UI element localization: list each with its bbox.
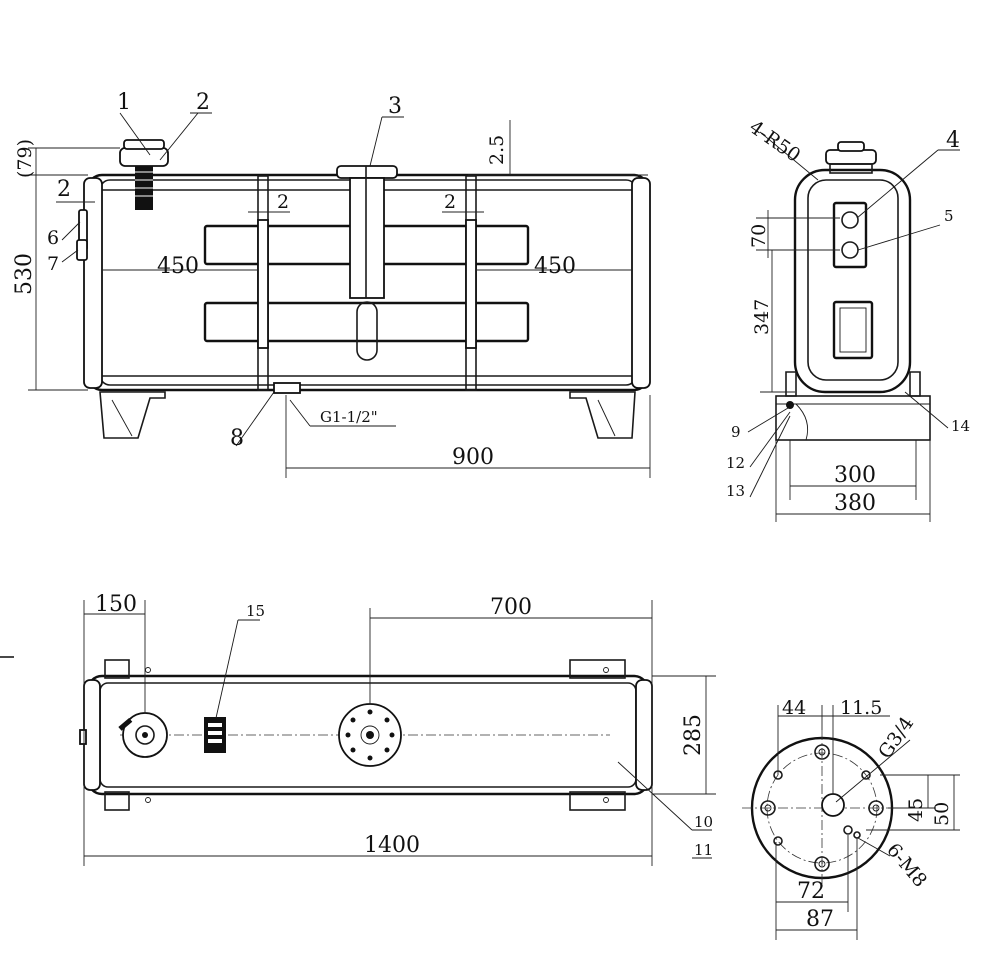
sight-glass-lower xyxy=(841,241,859,259)
dim-50: 50 xyxy=(931,802,953,826)
front-end-cap-right xyxy=(631,177,651,389)
dim-cap-height: (79) xyxy=(14,139,36,178)
part-label-13: 13 xyxy=(726,482,745,500)
dim-left-450: 450 xyxy=(157,254,199,279)
part-label-11: 11 xyxy=(694,841,713,859)
dim-top-wall: 2.5 xyxy=(486,135,508,165)
part-label-8: 8 xyxy=(230,426,244,451)
part-label-12: 12 xyxy=(726,454,745,472)
bracket-br xyxy=(569,791,626,811)
front-end-cap-left xyxy=(83,177,103,389)
flange-detail-view: 44 11.5 G3/4 45 50 6-M8 72 87 xyxy=(742,697,960,940)
dim-70: 70 xyxy=(748,224,770,248)
dim-1400: 1400 xyxy=(364,833,420,858)
dim-700: 700 xyxy=(490,595,532,620)
front-foot-left xyxy=(99,391,166,439)
side-drain-fitting xyxy=(786,401,794,409)
return-filter-cap xyxy=(336,165,398,179)
part-label-4: 4 xyxy=(946,128,960,153)
temperature-gauge xyxy=(76,239,88,261)
top-view: 150 700 15 285 1400 10 11 xyxy=(79,592,716,866)
part-label-9: 9 xyxy=(731,423,741,441)
dim-length-900: 900 xyxy=(452,445,494,470)
breather-cap xyxy=(119,147,169,167)
dim-height-530: 530 xyxy=(12,253,37,295)
bracket-tr xyxy=(569,659,626,679)
level-sight-panel xyxy=(832,201,868,269)
side-tank-body xyxy=(793,168,912,394)
dim-285: 285 xyxy=(681,714,706,756)
part-label-14: 14 xyxy=(951,417,970,435)
front-foot-right xyxy=(569,391,636,439)
side-base-plate xyxy=(775,395,931,441)
part-label-6: 6 xyxy=(47,227,59,249)
part-label-2: 2 xyxy=(196,90,210,115)
part-label-7: 7 xyxy=(47,253,59,275)
return-filter-tube xyxy=(356,301,378,361)
dim-gap-left: 2 xyxy=(277,191,289,213)
dim-45: 45 xyxy=(905,798,927,822)
part-label-5: 5 xyxy=(944,207,954,225)
dim-corner-radius: 4-R50 xyxy=(745,116,804,167)
bracket-tl xyxy=(104,659,130,679)
drain-plug xyxy=(273,382,301,394)
dim-thread-g34: G3/4 xyxy=(874,713,918,763)
part-label-3: 3 xyxy=(388,94,402,119)
dim-150: 150 xyxy=(95,592,137,617)
dim-11-5: 11.5 xyxy=(840,697,882,719)
flange-port-g34 xyxy=(821,793,845,817)
dim-bolts-6m8: 6-M8 xyxy=(882,839,931,891)
sight-glass-upper xyxy=(841,211,859,229)
dim-right-450: 450 xyxy=(534,254,576,279)
side-access-window xyxy=(832,300,874,360)
part-label-2b: 2 xyxy=(57,177,71,202)
dim-gap-right: 2 xyxy=(444,191,456,213)
return-filter-body xyxy=(349,177,385,299)
part-label-1: 1 xyxy=(117,90,131,115)
front-rail-lower xyxy=(203,301,530,343)
bracket-bl xyxy=(104,791,130,811)
part-label-15: 15 xyxy=(246,602,265,620)
dim-87: 87 xyxy=(806,907,834,932)
side-breather-cap xyxy=(825,149,877,165)
dim-300: 300 xyxy=(834,463,876,488)
front-view: 1 2 3 2 6 7 8 (79) 2.5 530 2 2 450 450 9… xyxy=(12,90,651,478)
part-label-10: 10 xyxy=(694,813,713,831)
dim-380: 380 xyxy=(834,491,876,516)
dim-347: 347 xyxy=(751,299,773,335)
side-tank-inner xyxy=(807,179,899,381)
dim-44: 44 xyxy=(782,697,806,719)
dim-72: 72 xyxy=(797,879,825,904)
side-view: 4-R50 4 5 70 347 9 12 13 14 300 380 xyxy=(726,116,970,522)
dim-drain-thread: G1-1/2" xyxy=(320,408,378,426)
